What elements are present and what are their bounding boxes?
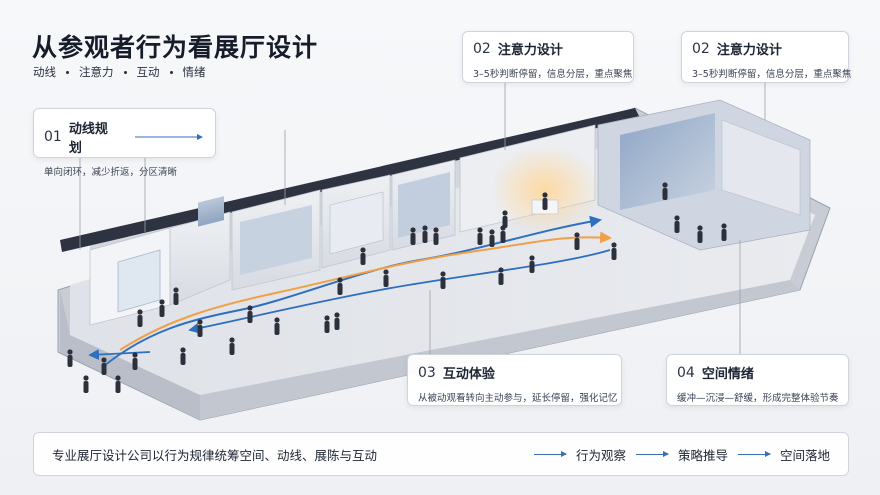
exhibit-panel-2 [240,205,312,275]
card-title: 注意力设计 [716,43,782,58]
step-implement: 空间落地 [779,447,830,463]
immersive-screen [620,113,715,210]
tag-emotion: 情绪 [182,65,206,79]
card-description: 从被动观看转向主动参与，延长停留，强化记忆 [418,393,618,404]
process-steps: 行为观察 策略推导 空间落地 [533,445,830,464]
callout-card-spatial-emotion: 04 空间情绪 缓冲—沉浸—舒缓，形成完整体验节奏 [666,354,849,406]
footer-text: 专业展厅设计公司以行为规律统筹空间、动线、展陈与互动 [52,447,378,463]
arrow-right-icon [635,450,669,457]
front-wall-left [60,290,200,420]
card-title: 空间情绪 [701,367,754,382]
arrow-right-icon [737,450,771,457]
tag-flow: 动线 [33,65,56,79]
callout-card-flow-planning: 01 动线规划 单向闭环，减少折返，分区清晰 [33,108,216,178]
callout-card-attention-design-2: 02 注意力设计 3–5秒判断停留，信息分层，重点聚焦 [681,31,852,83]
tag-interaction: 互动 [136,65,160,79]
visitor-figures [67,182,727,393]
flow-path-blue-return [188,249,611,334]
card-title: 互动体验 [442,367,495,382]
card-number: 04 [677,364,695,381]
card-number: 03 [418,364,436,381]
card-description: 3–5秒判断停留，信息分层，重点聚焦 [473,69,633,80]
flow-path-blue-main [104,215,602,366]
topic-tags: 动线 注意力 互动 情绪 [33,64,206,80]
callout-leader-lines [79,83,766,354]
exhibit-panel-3 [329,191,384,255]
spotlight-glow [490,145,600,235]
flow-path-orange [119,231,612,351]
step-strategy: 策略推导 [677,447,728,463]
separator-dot [169,70,173,74]
arrow-right-icon [135,134,204,140]
front-wall-right [200,280,800,420]
card-title: 注意力设计 [497,43,563,58]
separator-dot [66,70,69,74]
card-description: 单向闭环，减少折返，分区清晰 [44,167,178,178]
exit-arrow [88,349,151,360]
card-number: 02 [473,40,491,57]
separator-dot [123,70,127,74]
step-observe: 行为观察 [575,447,626,463]
display-screen-1 [198,196,224,227]
callout-card-attention-design-1: 02 注意力设计 3–5秒判断停留，信息分层，重点聚焦 [462,31,634,83]
card-description: 缓冲—沉浸—舒缓，形成完整体验节奏 [677,393,839,404]
callout-card-interactive-experience: 03 互动体验 从被动观看转向主动参与，延长停留，强化记忆 [407,354,622,406]
entrance-glass [117,249,161,313]
immersive-side-wall [721,119,801,216]
arrow-right-icon [533,450,567,457]
footer-summary-bar: 专业展厅设计公司以行为规律统筹空间、动线、展陈与互动 行为观察 策略推导 空间落… [33,432,849,476]
card-title: 动线规划 [68,122,108,156]
card-number: 02 [692,40,710,57]
page-title: 从参观者行为看展厅设计 [32,33,319,62]
card-description: 3–5秒判断停留，信息分层，重点聚焦 [692,69,852,80]
tag-attention: 注意力 [79,65,114,79]
exhibit-panel-4 [398,172,450,238]
card-number: 01 [44,129,62,145]
